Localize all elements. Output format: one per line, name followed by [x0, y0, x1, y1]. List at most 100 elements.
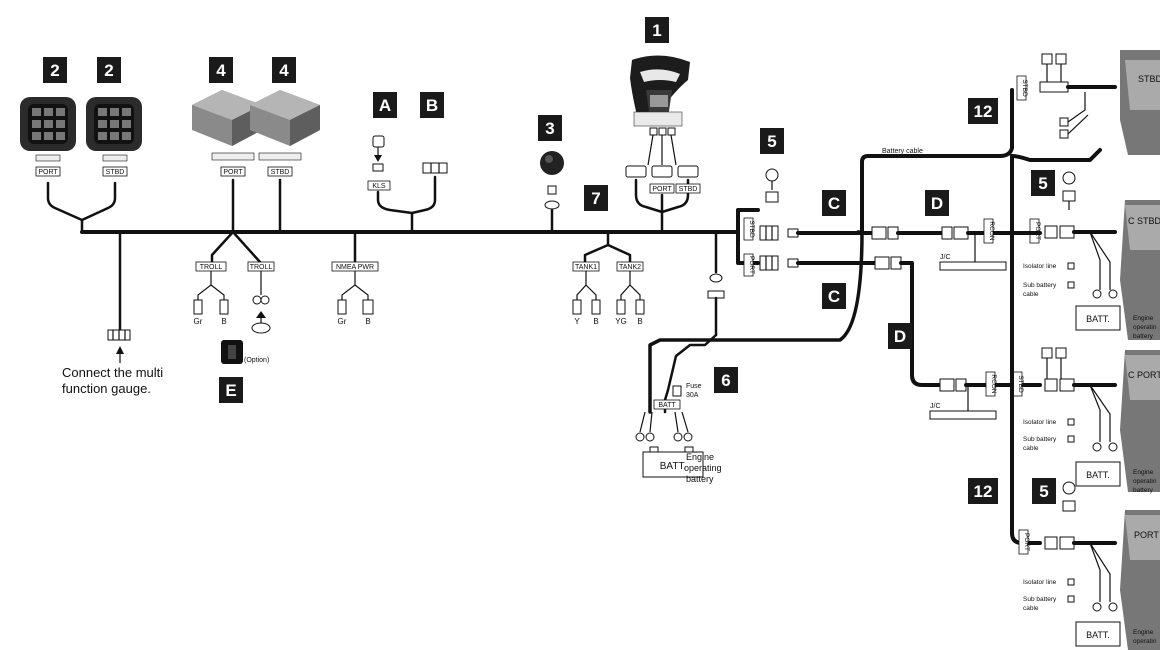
right-trunk: Battery cable RCON PORT J/C RCON STBD J/… [860, 75, 1102, 555]
remote-stbd-label: STBD [679, 186, 698, 193]
control-box-port: PORT [192, 90, 262, 177]
svg-text:RCON: RCON [990, 374, 997, 393]
svg-text:5: 5 [767, 132, 776, 151]
svg-text:Engine: Engine [1133, 315, 1154, 322]
multi-gauge-note-line2: function gauge. [62, 381, 151, 396]
troll-gr-label: Gr [194, 317, 203, 326]
switch-panel-port-label: PORT [38, 169, 58, 176]
isolator-line-cstbd: Isolator line [1023, 263, 1057, 270]
engine-c-port-label: C PORT [1128, 370, 1160, 380]
svg-text:BATT.: BATT. [1086, 470, 1110, 480]
svg-text:A: A [379, 96, 391, 115]
b-connector [422, 162, 448, 174]
tank1: TANK1 Y B [572, 261, 601, 326]
nmea-pwr: NMEA PWR Gr B [331, 261, 379, 326]
badge-C-top: C [822, 190, 846, 216]
engine-c-stbd-label: C STBD [1128, 216, 1160, 226]
svg-text:7: 7 [591, 189, 600, 208]
badge-D-bottom: D [888, 323, 912, 349]
isolator-line-port: Isolator line [1023, 579, 1057, 586]
battery-harness: Fuse 30A BATT BATT. Engine operating bat… [635, 230, 864, 484]
badge-4-port: 4 [209, 57, 233, 83]
badge-6: 6 [714, 367, 738, 393]
engine-port-label: PORT [1134, 530, 1159, 540]
svg-text:D: D [894, 327, 906, 346]
jc-top-label: J/C [940, 254, 951, 261]
troll-left-label: TROLL [200, 264, 223, 271]
sub-battery-port-1: Sub battery [1023, 596, 1057, 603]
badge-5-top: 5 [760, 128, 784, 154]
svg-text:C: C [828, 194, 840, 213]
sub-battery-cport-1: Sub battery [1023, 436, 1057, 443]
control-box-port-label: PORT [223, 169, 243, 176]
badge-4-stbd: 4 [272, 57, 296, 83]
eng-bat-line2: operating [684, 463, 722, 473]
tank2-label: TANK2 [619, 264, 641, 271]
battery-cable-label: Battery cable [882, 148, 923, 155]
split-connectors: STBD PORT [743, 217, 864, 277]
troll-right-label: TROLL [250, 264, 273, 271]
svg-text:STBD: STBD [1017, 375, 1024, 393]
remote-port-label: PORT [652, 186, 672, 193]
eng-bat-line1: Engine [686, 452, 714, 462]
isolator-line-cport: Isolator line [1023, 419, 1057, 426]
tank1-label: TANK1 [575, 264, 597, 271]
sub-battery-port-2: cable [1023, 605, 1039, 612]
badge-C-bottom: C [822, 283, 846, 309]
fuse-rating-label: 30A [686, 392, 699, 399]
engine-stbd: STBD [1039, 50, 1160, 155]
control-box-stbd-label: STBD [271, 169, 290, 176]
multi-gauge-connector: Connect the multi function gauge. [62, 329, 163, 396]
troll-left: TROLL Gr B [193, 261, 229, 326]
engine-port: Isolator line Sub battery cable BATT. PO… [1023, 481, 1160, 650]
jc-bottom-label: J/C [930, 403, 941, 410]
svg-text:PORT: PORT [748, 256, 755, 274]
svg-text:4: 4 [216, 61, 226, 80]
svg-text:battery: battery [1133, 333, 1154, 340]
badge-3: 3 [538, 115, 562, 141]
batt-box-label: BATT. [660, 461, 686, 472]
svg-text:6: 6 [721, 371, 730, 390]
svg-text:2: 2 [50, 61, 59, 80]
svg-text:2: 2 [104, 61, 113, 80]
svg-text:5: 5 [1039, 482, 1048, 501]
badge-A: A [373, 92, 397, 118]
svg-text:RCON: RCON [988, 221, 995, 240]
troll-right: TROLL [247, 261, 275, 334]
badge-E: E [219, 377, 243, 403]
eng-bat-line3: battery [686, 474, 714, 484]
badge-7: 7 [584, 185, 608, 211]
tank2-yg-label: YG [615, 317, 627, 326]
sub-battery-cport-2: cable [1023, 445, 1039, 452]
batt-harness-label: BATT [658, 402, 676, 409]
connector-5-top [765, 168, 779, 203]
sub-battery-cstbd-2: cable [1023, 291, 1039, 298]
svg-text:BATT.: BATT. [1086, 630, 1110, 640]
tank1-y-label: Y [574, 317, 580, 326]
svg-text:D: D [931, 194, 943, 213]
option-label: (Option) [244, 357, 269, 364]
svg-text:C: C [828, 287, 840, 306]
svg-text:Engine: Engine [1133, 469, 1154, 476]
svg-text:STBD: STBD [1021, 79, 1028, 97]
engine-stbd-label: STBD [1138, 74, 1160, 84]
sub-battery-cstbd-1: Sub battery [1023, 282, 1057, 289]
svg-text:5: 5 [1038, 174, 1047, 193]
svg-text:E: E [225, 381, 236, 400]
badge-D-top: D [925, 190, 949, 216]
badge-2-stbd: 2 [97, 57, 121, 83]
svg-text:PORT: PORT [1023, 533, 1030, 551]
nmea-gr-label: Gr [338, 317, 347, 326]
badge-1: 1 [645, 17, 669, 43]
badge-2-port: 2 [43, 57, 67, 83]
svg-text:STBD: STBD [748, 220, 755, 238]
svg-text:battery: battery [1133, 487, 1154, 494]
switch-panel-port: PORT [20, 97, 76, 177]
multi-gauge-note-line1: Connect the multi [62, 365, 163, 380]
tank1-b-label: B [593, 317, 598, 326]
kls-label: KLS [372, 183, 386, 190]
tank2-b-label: B [637, 317, 642, 326]
svg-text:BATT.: BATT. [1086, 314, 1110, 324]
svg-text:12: 12 [974, 102, 993, 121]
